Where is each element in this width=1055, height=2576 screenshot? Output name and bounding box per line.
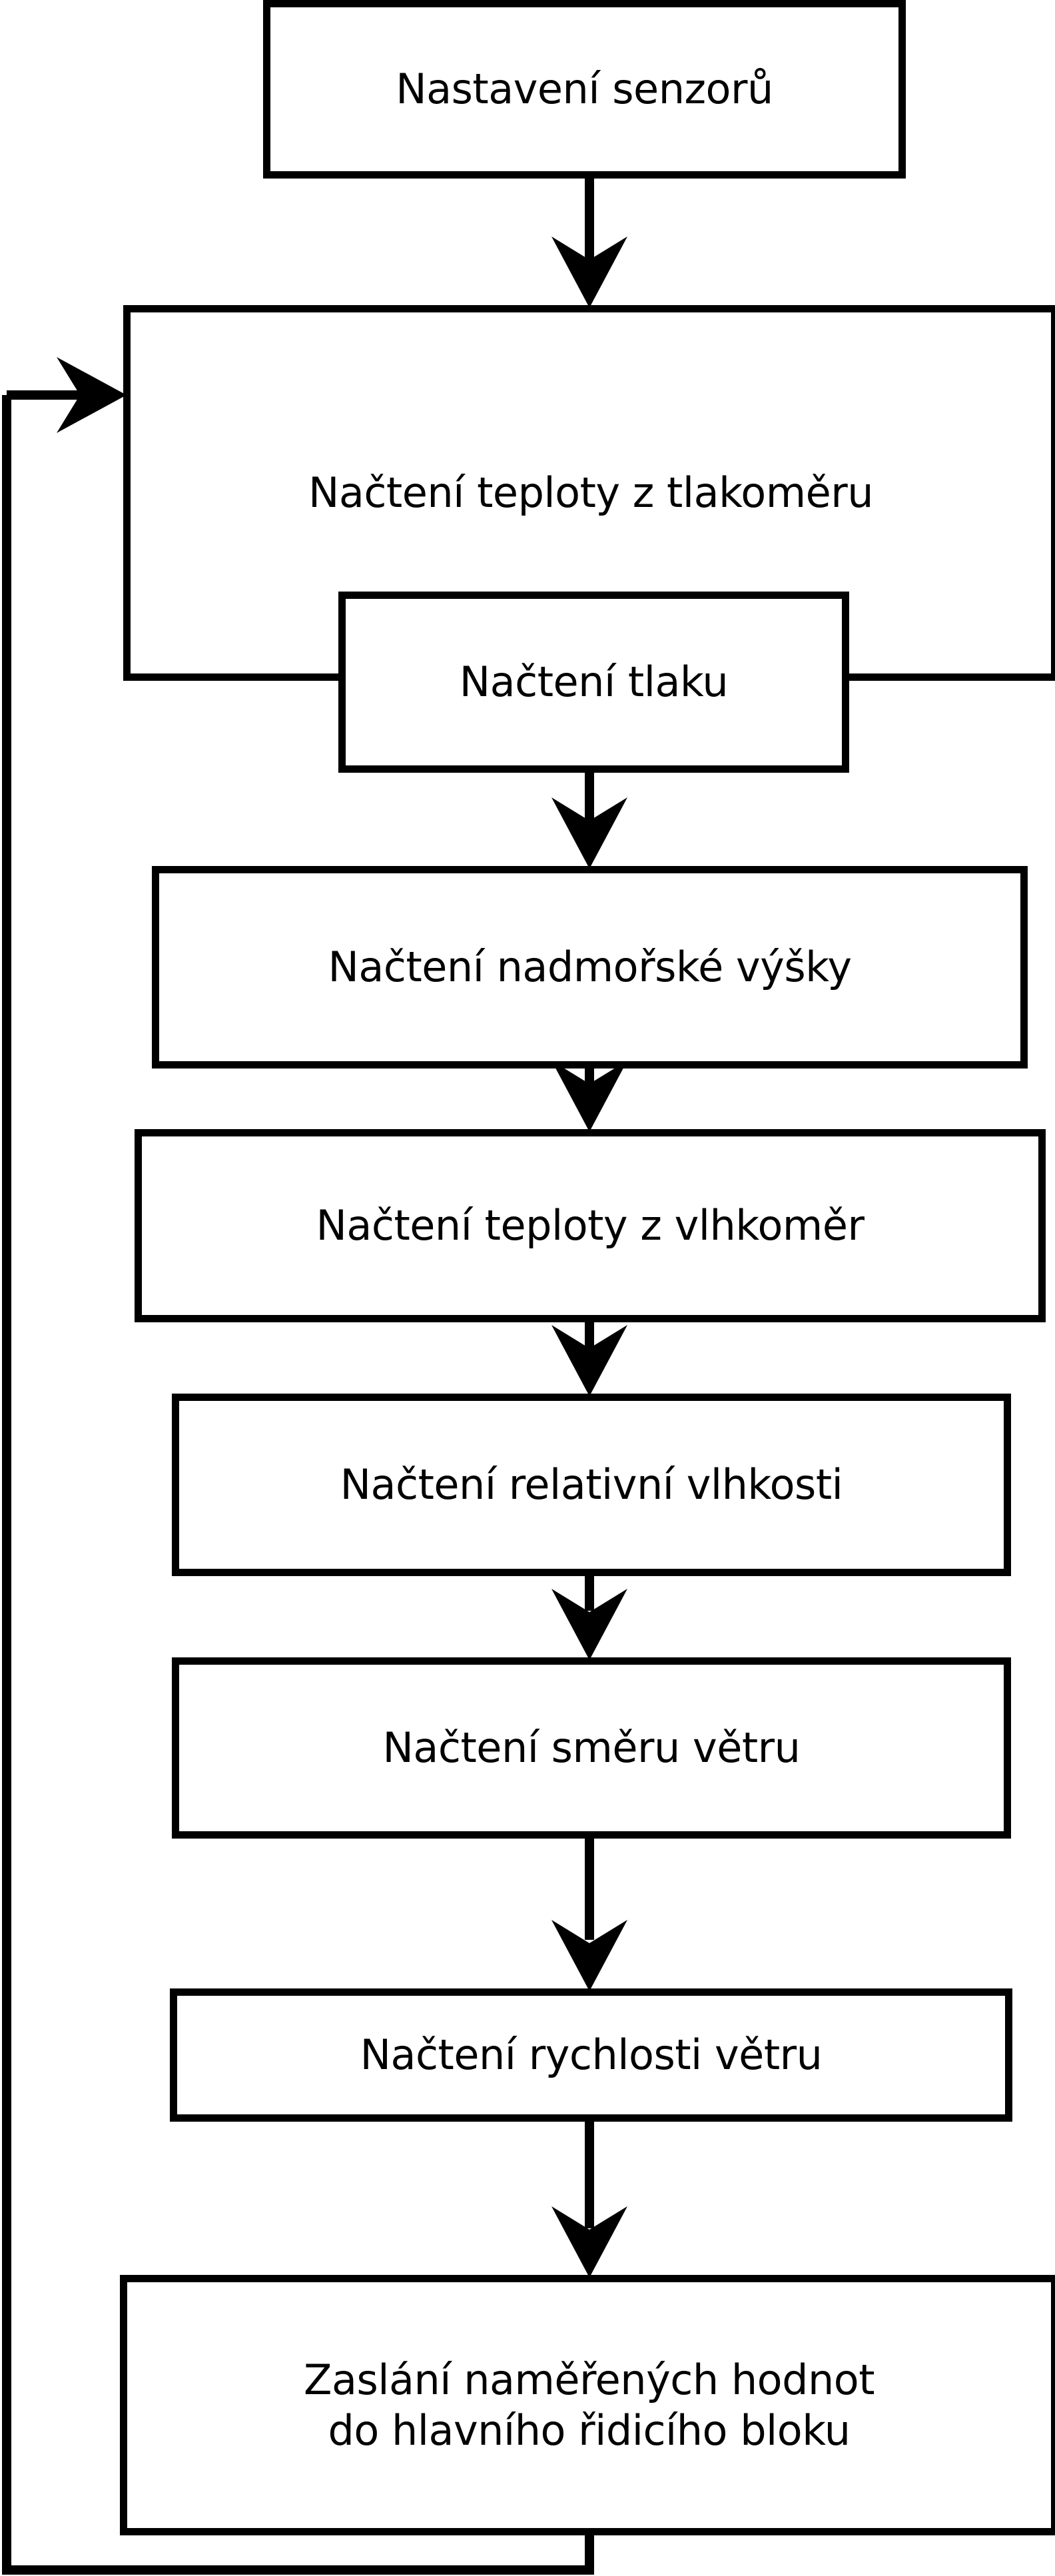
node-nacteni-tlaku[interactable]: Načtení tlaku xyxy=(338,592,849,773)
node-label-nastaveni-senzoru: Nastavení senzorů xyxy=(396,65,773,114)
node-nacteni-rychlosti-vetru[interactable]: Načtení rychlosti větru xyxy=(170,1988,1012,2122)
node-nacteni-smeru-vetru[interactable]: Načtení směru větru xyxy=(172,1657,1011,1839)
edge-loopback-to-tlakomer xyxy=(2,357,594,2575)
node-label-nacteni-tlaku: Načtení tlaku xyxy=(459,657,729,707)
edge-nastaveni-to-tlakomer xyxy=(551,179,627,308)
edge-smer-to-rychlost xyxy=(551,1835,627,1991)
node-zaslani-namerenych-hodnot[interactable]: Zaslání naměřených hodnot do hlavního ři… xyxy=(120,2275,1055,2535)
node-label-nacteni-teploty-z-tlakomeru: Načtení teploty z tlakoměru xyxy=(308,468,874,518)
node-nastaveni-senzoru[interactable]: Nastavení senzorů xyxy=(263,0,906,179)
node-nacteni-relativni-vlhkosti[interactable]: Načtení relativní vlhkosti xyxy=(172,1394,1011,1576)
node-label-nacteni-teploty-z-vlhkomer: Načtení teploty z vlhkoměr xyxy=(316,1201,865,1250)
edge-tlak-to-nadmorska xyxy=(551,769,627,869)
edge-nadmorska-to-vlhkomer xyxy=(551,1061,627,1132)
node-label-zaslani-namerenych-hodnot: Zaslání naměřených hodnot do hlavního ři… xyxy=(303,2355,875,2455)
node-label-nacteni-rychlosti-vetru: Načtení rychlosti větru xyxy=(360,2030,823,2080)
edge-rychlost-to-zaslani xyxy=(551,2118,627,2278)
node-label-nacteni-smeru-vetru: Načtení směru větru xyxy=(382,1723,801,1773)
node-label-nacteni-nadmorske-vysky: Načtení nadmořské výšky xyxy=(328,943,852,992)
node-nacteni-teploty-z-vlhkomer[interactable]: Načtení teploty z vlhkoměr xyxy=(135,1129,1046,1322)
edge-vlhkomer-to-relativni xyxy=(551,1318,627,1396)
node-nacteni-nadmorske-vysky[interactable]: Načtení nadmořské výšky xyxy=(152,866,1028,1069)
node-label-nacteni-relativni-vlhkosti: Načtení relativní vlhkosti xyxy=(340,1460,843,1509)
edge-relativni-to-smer xyxy=(551,1572,627,1660)
